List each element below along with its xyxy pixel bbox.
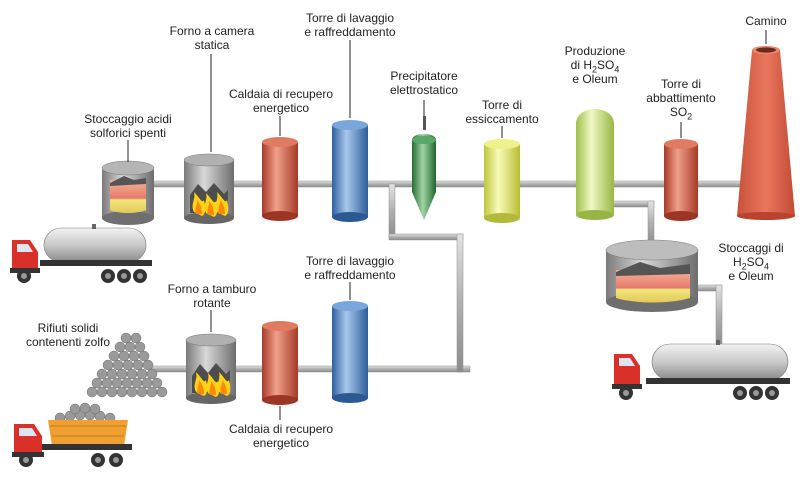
wash-cooling-tower-bottom (332, 301, 368, 403)
label-line: contenenti zolfo (25, 335, 111, 349)
sulfuric-acid-production-tower (576, 109, 614, 220)
chimney (737, 46, 795, 220)
label-text: SO (597, 58, 615, 72)
heat-recovery-boiler-bottom (262, 321, 298, 405)
label-text: H (732, 255, 742, 269)
label-line: elettrostatico (389, 83, 459, 97)
label-drying-tower: Torre di essiccamento (452, 98, 552, 126)
spent-acid-storage-tank (101, 160, 155, 225)
label-subscript: 2 (687, 111, 693, 122)
label-line: Precipitatore (390, 69, 458, 83)
label-line: statica (194, 38, 230, 52)
electrostatic-precipitator (412, 116, 436, 220)
label-rotary-drum-furnace: Forno a tamburo rotante (152, 282, 272, 310)
label-line: energetico (252, 436, 310, 450)
static-chamber-furnace (183, 153, 235, 224)
label-spent-acid-storage: Stoccaggio acidi solforici spenti (62, 112, 194, 140)
label-boiler-top: Caldaia di recupero energetico (218, 87, 344, 115)
label-subscript: 2 (591, 64, 597, 75)
label-line: Stoccaggi di (718, 241, 784, 255)
label-line: Forno a camera (169, 24, 255, 38)
label-chimney: Camino (730, 14, 800, 28)
label-line: e raffreddamento (304, 25, 396, 39)
label-line: e raffreddamento (304, 268, 396, 282)
label-line: Caldaia di recupero (228, 422, 334, 436)
label-wash-tower-bottom: Torre di lavaggio e raffreddamento (290, 254, 410, 282)
label-line: Torre di (660, 77, 701, 91)
label-line: SO2 (638, 105, 724, 122)
label-line: Produzione (564, 44, 626, 58)
solid-waste-pile (86, 332, 168, 398)
label-line: abbattimento (646, 91, 716, 105)
label-line: rotante (193, 296, 231, 310)
label-subscript: 2 (741, 261, 747, 272)
label-boiler-bottom: Caldaia di recupero energetico (218, 422, 344, 450)
leader-lines (127, 30, 767, 420)
label-wash-tower-top: Torre di lavaggio e raffreddamento (290, 11, 410, 39)
label-text: di H (570, 58, 592, 72)
dump-truck (12, 402, 132, 467)
label-line: Torre di lavaggio (305, 254, 395, 268)
label-precipitator: Precipitatore elettrostatico (374, 69, 474, 97)
label-abatement-tower: Torre di abbattimento SO2 (638, 77, 724, 122)
label-line: Torre di (481, 98, 522, 112)
label-line: Stoccaggio acidi (84, 112, 172, 126)
label-solid-waste: Rifiuti solidi contenenti zolfo (18, 321, 118, 349)
label-h2so4-storage: Stoccaggi di H2SO4 e Oleum (704, 241, 798, 283)
label-line: Camino (745, 14, 787, 28)
label-text: SO (746, 255, 764, 269)
rotary-drum-furnace (185, 333, 237, 404)
label-line: H2SO4 (704, 255, 798, 272)
label-line: e Oleum (572, 72, 618, 86)
label-production: Produzione di H2SO4 e Oleum (554, 44, 636, 86)
label-line: Caldaia di recupero (228, 87, 334, 101)
tanker-truck-left (10, 224, 152, 283)
wash-cooling-tower-top (332, 120, 368, 222)
label-text: SO (669, 105, 688, 119)
label-line: solforici spenti (89, 126, 167, 140)
label-line: di H2SO4 (554, 58, 636, 75)
label-line: essiccamento (465, 112, 539, 126)
heat-recovery-boiler-top (262, 137, 298, 221)
drying-tower (484, 139, 520, 223)
tanker-truck-right (612, 340, 790, 400)
label-line: Torre di lavaggio (305, 11, 395, 25)
label-static-chamber-furnace: Forno a camera statica (152, 24, 272, 52)
label-line: energetico (252, 101, 310, 115)
label-subscript: 4 (614, 64, 620, 75)
label-subscript: 4 (764, 261, 770, 272)
h2so4-oleum-storage-tank (605, 239, 699, 312)
so2-abatement-tower (664, 139, 698, 221)
pipes (149, 180, 751, 373)
label-line: Rifiuti solidi (37, 321, 99, 335)
label-line: e Oleum (728, 269, 774, 283)
label-line: Forno a tamburo (167, 282, 257, 296)
